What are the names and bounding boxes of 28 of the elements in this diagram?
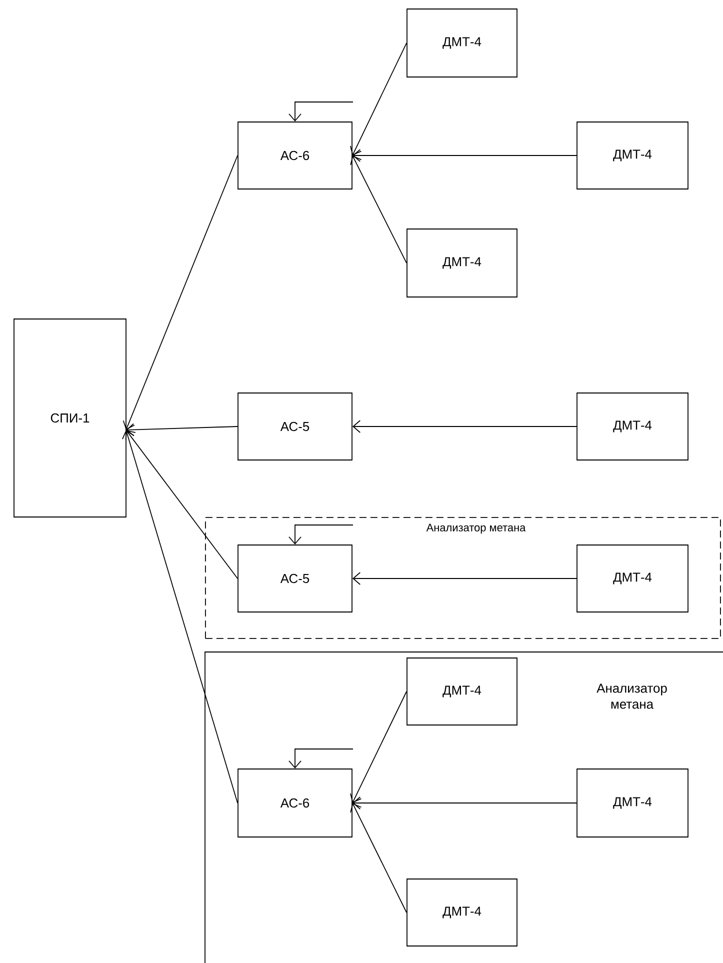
arrow bbox=[288, 102, 354, 122]
arrow bbox=[288, 748, 354, 769]
arrow bbox=[125, 430, 238, 579]
block-box: АС-5 bbox=[238, 544, 352, 612]
block-box: ДМТ-4 bbox=[576, 392, 688, 460]
block-box: ДМТ-4 bbox=[576, 544, 688, 612]
block-box: ДМТ-4 bbox=[406, 658, 518, 726]
arrow bbox=[126, 423, 238, 436]
block-box: АС-6 bbox=[238, 122, 352, 190]
arrow bbox=[288, 524, 354, 545]
arrow bbox=[352, 796, 577, 810]
block-box: ДМТ-4 bbox=[576, 122, 688, 190]
arrow bbox=[352, 572, 577, 585]
arrow bbox=[122, 155, 238, 430]
arrow bbox=[350, 803, 407, 913]
block-box: ДМТ-4 bbox=[406, 228, 518, 298]
block-box: ДМТ-4 bbox=[576, 768, 688, 838]
block-box: ДМТ-4 bbox=[406, 8, 518, 78]
arrow bbox=[352, 420, 577, 433]
arrow bbox=[350, 691, 407, 803]
block-box: СПИ-1 bbox=[14, 318, 126, 518]
arrow bbox=[122, 430, 238, 804]
arrow bbox=[350, 42, 407, 156]
arrow bbox=[350, 156, 407, 264]
block-box: АС-6 bbox=[238, 768, 352, 838]
block-box: ДМТ-4 bbox=[406, 878, 518, 946]
arrow bbox=[352, 149, 577, 162]
block-box: АС-5 bbox=[238, 392, 352, 460]
